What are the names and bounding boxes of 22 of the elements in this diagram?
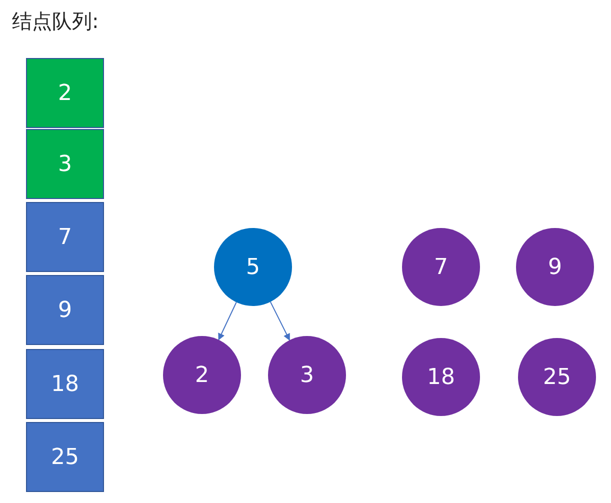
node-label: 7 xyxy=(434,254,448,280)
queue-box xyxy=(26,202,104,272)
node-label: 9 xyxy=(548,254,562,280)
node-label: 25 xyxy=(51,444,79,470)
node-label: 7 xyxy=(58,224,72,250)
node-label: 9 xyxy=(58,298,72,322)
node-label: 25 xyxy=(543,364,571,390)
node-label: 2 xyxy=(195,362,209,388)
node-label: 3 xyxy=(58,152,72,176)
title: 结点队列: xyxy=(12,8,99,35)
arrow xyxy=(270,301,290,341)
queue-box xyxy=(26,275,104,345)
node-label: 3 xyxy=(300,362,314,388)
queue-box xyxy=(26,129,104,199)
node-label: 18 xyxy=(427,364,455,390)
queue-box xyxy=(26,422,104,492)
queue-box xyxy=(26,58,104,128)
node-label: 18 xyxy=(51,372,79,396)
arrow xyxy=(218,302,237,340)
node-label: 5 xyxy=(246,254,260,280)
node-label: 2 xyxy=(58,80,72,106)
queue-box xyxy=(26,349,104,419)
